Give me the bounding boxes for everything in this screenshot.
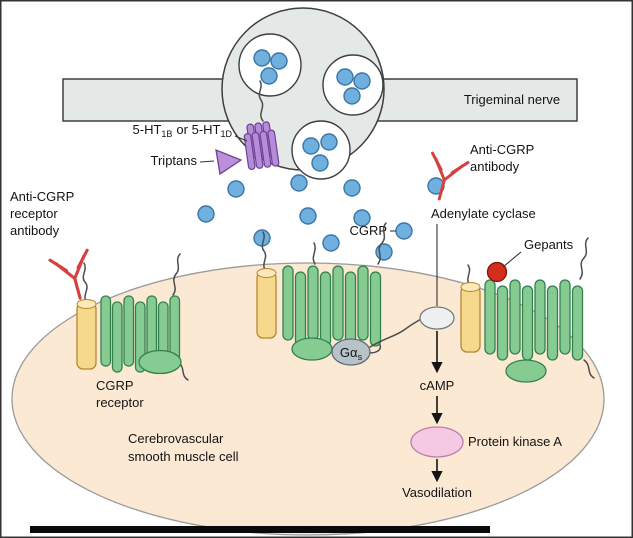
cgrp-receptor-right: Gepants xyxy=(460,237,595,383)
cgrp-molecule xyxy=(270,52,288,70)
label-cgrp-receptor-2: receptor xyxy=(96,395,144,410)
cgrp-molecule xyxy=(260,67,278,85)
receptor-intracellular-domain xyxy=(291,337,333,361)
label-connector xyxy=(502,251,522,268)
cgrp-molecule xyxy=(302,137,320,155)
anti-cgrp-receptor-antibody-group: Anti-CGRP receptor antibody xyxy=(10,189,101,305)
fusing-vesicle xyxy=(291,120,351,180)
receptor-helices xyxy=(484,279,584,361)
receptor-tail-squiggle xyxy=(258,80,264,122)
label-camp: cAMP xyxy=(420,378,455,393)
cgrp-receptor-left: CGRP receptor xyxy=(76,253,189,410)
cgrp-molecule xyxy=(343,87,361,105)
cgrp-molecule xyxy=(197,205,215,223)
receptor-intracellular-domain xyxy=(138,349,182,375)
label-vasodilation: Vasodilation xyxy=(402,485,472,500)
5ht-receptor-helices xyxy=(243,121,280,170)
cgrp-molecule xyxy=(253,49,271,67)
cgrp-molecule xyxy=(336,68,354,86)
vesicle xyxy=(322,54,384,116)
cgrp-molecule xyxy=(320,133,338,151)
label-connector xyxy=(199,160,215,163)
cgrp-molecule xyxy=(311,154,329,172)
label-cell-1: Cerebrovascular xyxy=(128,431,224,446)
ramp1-subunit xyxy=(76,302,97,370)
receptor-intracellular-domain xyxy=(505,359,547,383)
triptan-molecule xyxy=(215,148,243,176)
signaling-cascade: Gαs Adenylate cyclase cAMP Protein kinas… xyxy=(331,206,562,500)
label-triptans: Triptans xyxy=(151,153,198,168)
cgrp-receptor-middle xyxy=(256,222,387,361)
label-gepants: Gepants xyxy=(524,237,574,252)
label-anti-cgrp-antibody-1: Anti-CGRP xyxy=(470,142,534,157)
anti-cgrp-antibody-group: Anti-CGRP antibody xyxy=(419,142,534,206)
ramp1-subunit xyxy=(460,285,481,353)
adenylate-cyclase xyxy=(419,306,455,330)
cgrp-molecule-labeled xyxy=(395,222,413,240)
cgrp-molecule xyxy=(299,207,317,225)
bottom-rule xyxy=(30,526,490,533)
cgrp-molecule xyxy=(227,180,245,198)
label-anti-cgrp-receptor-1: Anti-CGRP xyxy=(10,189,74,204)
label-g-alpha-s: Gαs xyxy=(340,345,363,362)
cgrp-molecule xyxy=(290,174,308,192)
cgrp-molecule xyxy=(375,243,393,261)
label-cgrp: CGRP xyxy=(349,223,387,238)
protein-kinase-a xyxy=(410,426,464,458)
gepant-molecule xyxy=(486,261,508,283)
cell-label: Cerebrovascular smooth muscle cell xyxy=(128,431,239,464)
cgrp-molecule xyxy=(353,72,371,90)
label-cell-2: smooth muscle cell xyxy=(128,449,239,464)
label-adenylate-cyclase: Adenylate cyclase xyxy=(431,206,536,221)
vesicle xyxy=(238,33,302,97)
label-protein-kinase-a: Protein kinase A xyxy=(468,434,562,449)
label-trigeminal-nerve: Trigeminal nerve xyxy=(464,92,560,107)
label-anti-cgrp-receptor-3: antibody xyxy=(10,223,60,238)
cgrp-molecule xyxy=(322,234,340,252)
label-connector xyxy=(234,135,248,142)
cgrp-molecule xyxy=(343,179,361,197)
cgrp-molecule xyxy=(353,209,371,227)
label-anti-cgrp-antibody-2: antibody xyxy=(470,159,520,174)
ramp1-subunit xyxy=(256,271,277,339)
synaptic-vesicles xyxy=(238,33,384,180)
receptor-helices xyxy=(282,265,382,347)
label-anti-cgrp-receptor-2: receptor xyxy=(10,206,58,221)
g-protein-link xyxy=(369,318,422,348)
label-cgrp-receptor-1: CGRP xyxy=(96,378,134,393)
g-alpha-s xyxy=(331,338,371,366)
